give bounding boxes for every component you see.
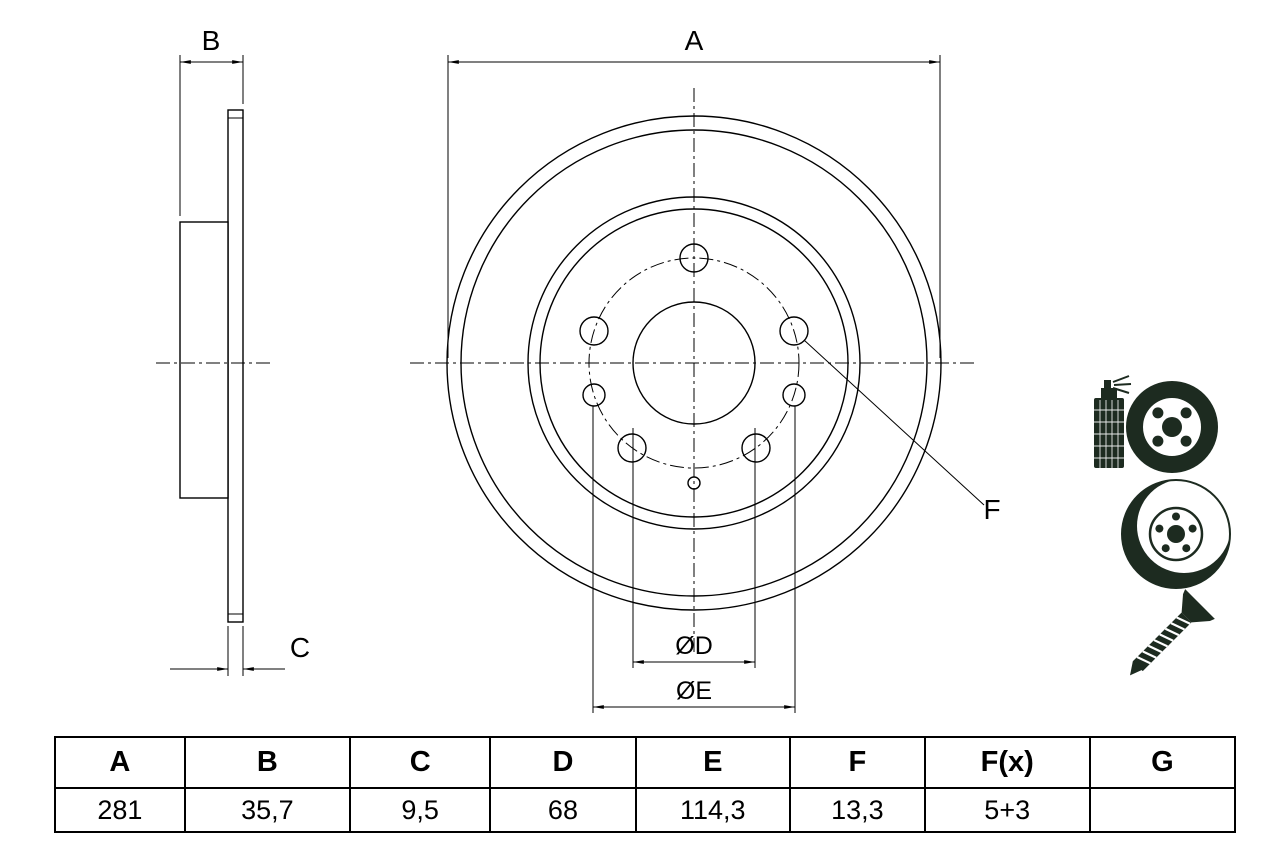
dimension-b-label: B xyxy=(202,25,221,56)
bolt-holes xyxy=(579,243,809,463)
technical-drawing: A B C ØD ØE F xyxy=(156,25,1231,713)
dimension-d: ØD xyxy=(632,428,756,668)
table-value-a: 281 xyxy=(54,787,186,833)
dimension-f-label: F xyxy=(983,494,1000,525)
spray-lines xyxy=(1112,375,1132,394)
table-header-fx: F(x) xyxy=(923,736,1091,789)
cross-section-view xyxy=(156,109,270,623)
spray-coated-disc-icon xyxy=(1094,375,1218,473)
table-value-d: 68 xyxy=(489,787,637,833)
dimension-d-label: ØD xyxy=(675,632,713,660)
dimension-e-label: ØE xyxy=(676,677,712,705)
table-value-g xyxy=(1088,787,1237,833)
dimension-a: A xyxy=(447,25,941,358)
dimension-b: B xyxy=(179,25,244,216)
table-value-f: 13,3 xyxy=(789,787,926,833)
table-header-a: A xyxy=(54,736,186,789)
table-value-e: 114,3 xyxy=(634,787,792,833)
dimension-a-label: A xyxy=(685,25,704,56)
dimension-f: F xyxy=(803,339,1001,525)
front-view xyxy=(410,88,978,652)
table-value-b: 35,7 xyxy=(183,787,351,833)
table-header-row: A B C D E F F(x) G xyxy=(54,736,1237,789)
table-value-fx: 5+3 xyxy=(923,787,1091,833)
table-header-d: D xyxy=(489,736,637,789)
table-header-g: G xyxy=(1088,736,1237,789)
table-value-c: 9,5 xyxy=(348,787,492,833)
dimension-c-label: C xyxy=(290,632,310,663)
dimension-e: ØE xyxy=(592,406,796,713)
table-header-e: E xyxy=(634,736,792,789)
dimension-table: A B C D E F F(x) G 281 35,7 9,5 68 114,3… xyxy=(54,736,1237,833)
table-header-c: C xyxy=(348,736,492,789)
table-header-b: B xyxy=(183,736,351,789)
table-value-row: 281 35,7 9,5 68 114,3 13,3 5+3 xyxy=(54,787,1237,833)
table-header-f: F xyxy=(789,736,926,789)
brake-disc-icon xyxy=(1121,479,1231,589)
countersunk-screw-icon xyxy=(1129,589,1215,676)
dimension-c: C xyxy=(170,626,310,676)
